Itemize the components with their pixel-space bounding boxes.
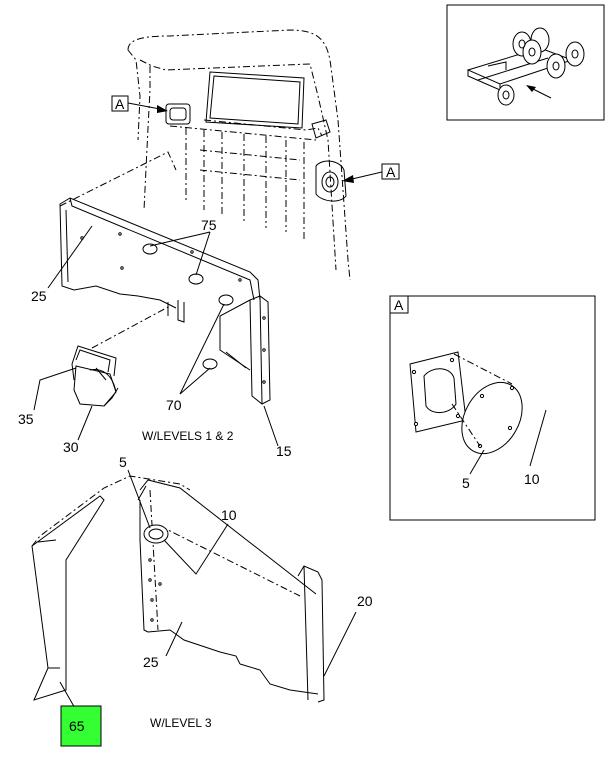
lower-trim-assembly xyxy=(31,475,325,703)
callout-25-upper: 25 xyxy=(31,288,47,304)
view-a-marker-left: A xyxy=(111,95,168,113)
caption-levels-1-2: W/LEVELS 1 & 2 xyxy=(142,429,234,443)
cab-back-wall xyxy=(127,29,351,281)
leader-lines xyxy=(33,225,547,711)
storage-bin-30 xyxy=(71,345,119,407)
callout-30: 30 xyxy=(63,439,79,455)
plug-75-left xyxy=(142,243,158,255)
plug-75-right xyxy=(188,273,204,285)
callout-10-detail: 10 xyxy=(524,471,540,487)
caption-level-3: W/LEVEL 3 xyxy=(150,716,212,730)
callout-70: 70 xyxy=(166,397,182,413)
callout-labels: 75 25 70 35 30 15 5 10 5 10 20 25 xyxy=(18,217,540,670)
callout-5-lower: 5 xyxy=(119,454,127,470)
back-panel-trim-upper xyxy=(59,151,271,405)
view-a-label-right: A xyxy=(386,164,396,180)
truck-locator-inset xyxy=(446,4,605,121)
callout-20: 20 xyxy=(357,593,373,609)
detail-view-a: A xyxy=(389,295,596,521)
callout-10-lower: 10 xyxy=(221,507,237,523)
callout-15: 15 xyxy=(276,443,292,459)
plug-70-lower xyxy=(202,358,218,370)
callout-75: 75 xyxy=(201,217,217,233)
callout-65: 65 xyxy=(69,718,85,734)
callout-25-lower: 25 xyxy=(143,654,159,670)
callout-35: 35 xyxy=(18,411,34,427)
detail-view-label: A xyxy=(394,297,404,313)
callout-65-highlighted[interactable]: 65 xyxy=(60,705,102,747)
plug-70-upper xyxy=(218,294,234,306)
view-a-label-left: A xyxy=(115,96,125,112)
callout-5-detail: 5 xyxy=(462,475,470,491)
view-a-marker-right: A xyxy=(342,163,400,183)
